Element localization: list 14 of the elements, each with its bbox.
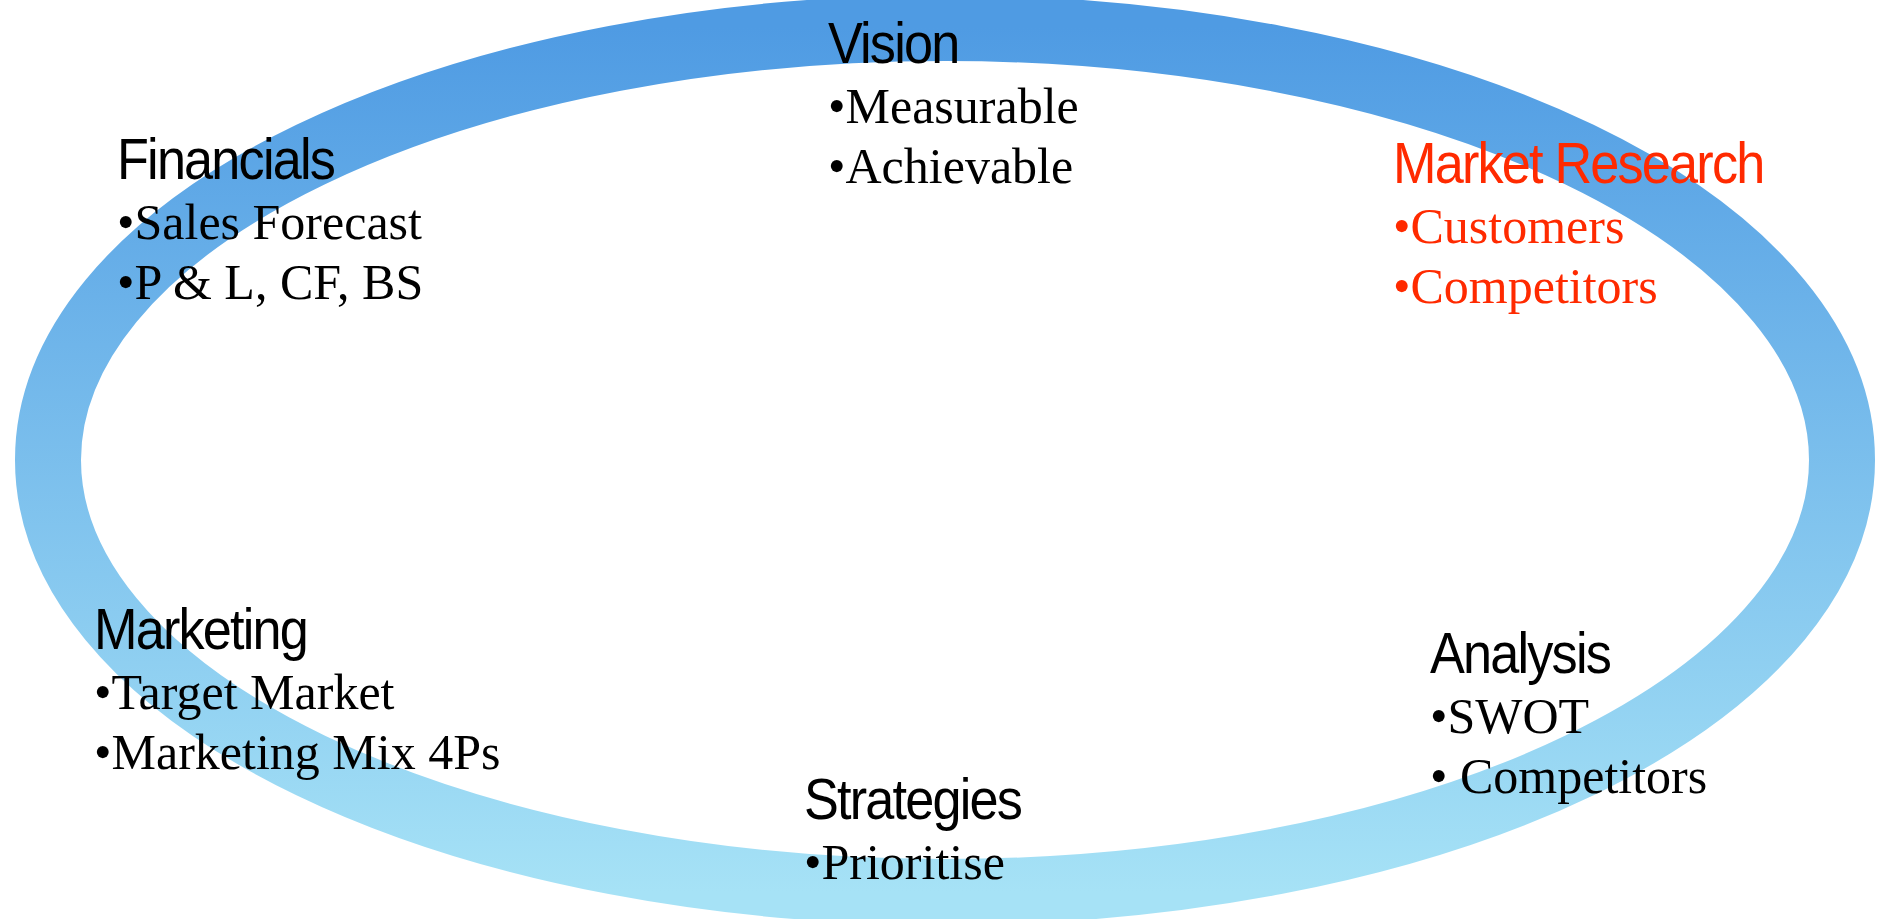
bullet-item: •Marketing Mix 4Ps bbox=[94, 723, 501, 782]
bullet-item: •Prioritise bbox=[804, 833, 1006, 892]
bullet-item: •Target Market bbox=[94, 663, 396, 722]
heading: Marketing bbox=[94, 596, 308, 662]
heading: Strategies bbox=[804, 766, 1022, 832]
bullet-item: • Competitors bbox=[1430, 747, 1708, 806]
bullet-item: •P & L, CF, BS bbox=[117, 253, 424, 312]
bullet-item: •Customers bbox=[1393, 197, 1626, 256]
bullet-item: •SWOT bbox=[1430, 687, 1591, 746]
bullet-item: •Competitors bbox=[1393, 257, 1659, 316]
heading: Vision bbox=[828, 10, 960, 76]
heading: Analysis bbox=[1430, 620, 1611, 686]
bullet-item: •Achievable bbox=[828, 137, 1075, 196]
bullet-item: •Measurable bbox=[828, 77, 1079, 136]
